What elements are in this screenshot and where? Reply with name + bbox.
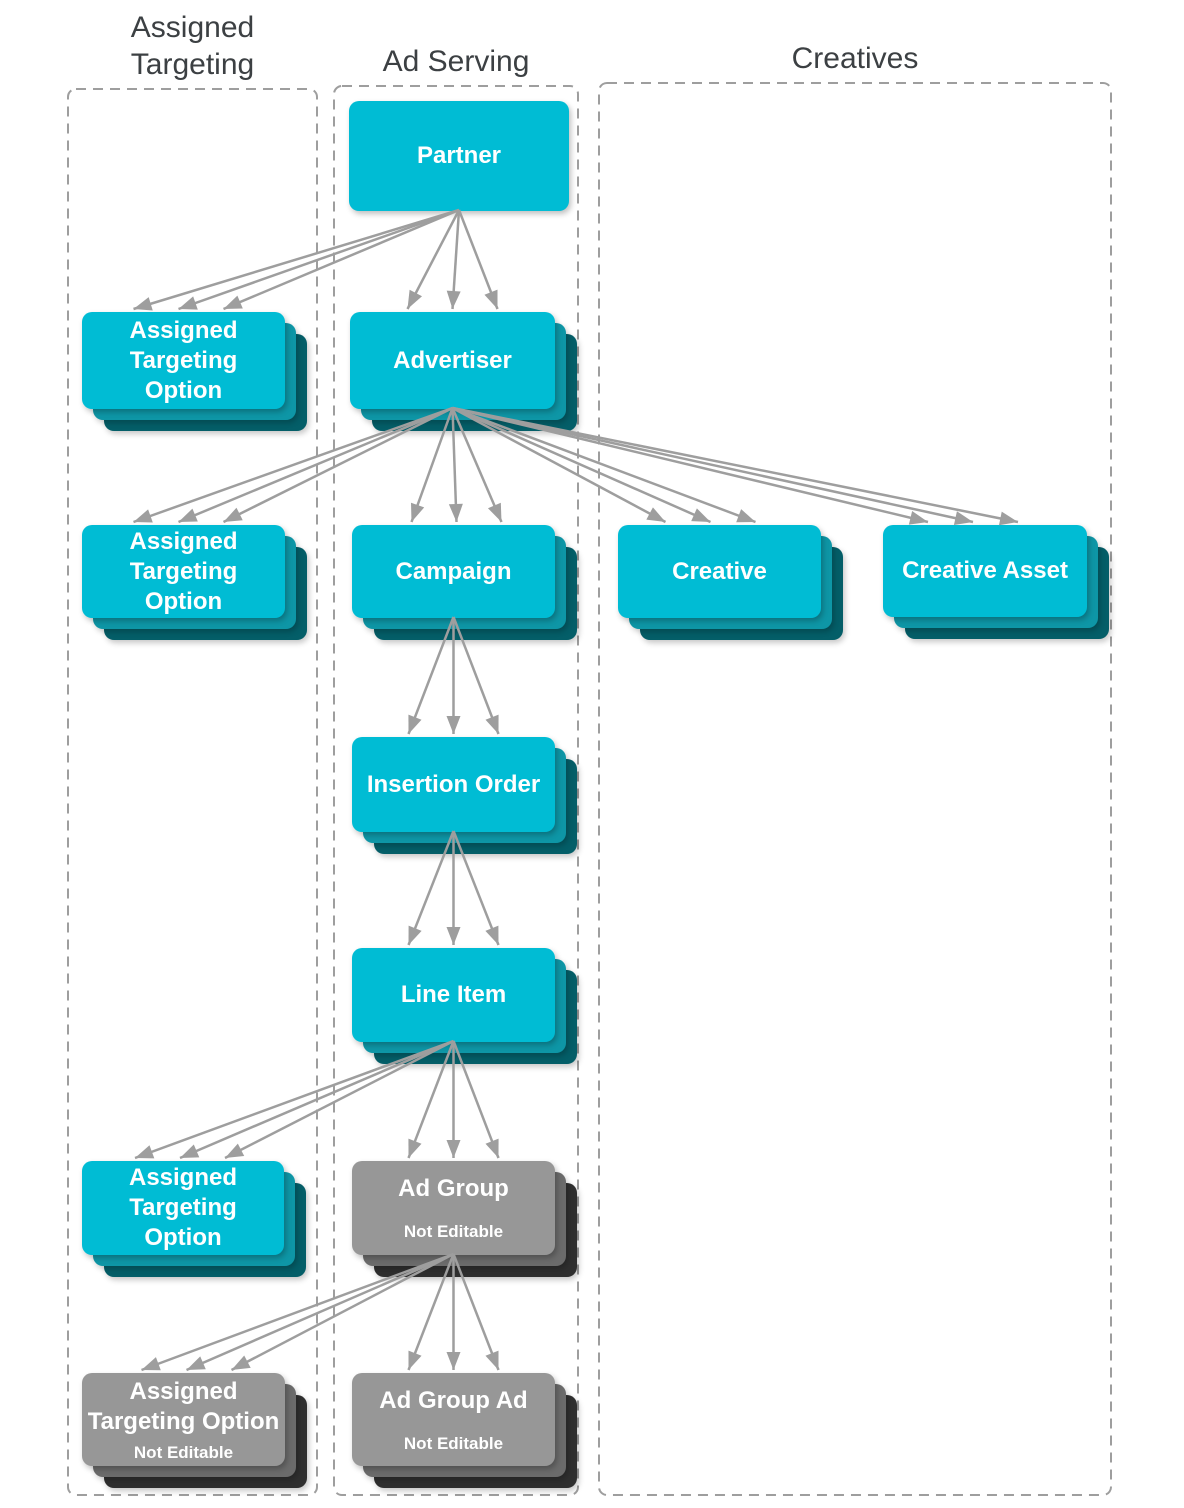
node-label: Assigned Targeting Option xyxy=(128,1164,238,1251)
node-creative-asset-card: Creative Asset xyxy=(883,525,1087,617)
node-sublabel: Not Editable xyxy=(403,1222,504,1241)
node-advertiser-card: Advertiser xyxy=(350,312,555,409)
node-creative-card: Creative xyxy=(618,525,821,618)
node-insertion-order-card: Insertion Order xyxy=(352,737,555,832)
node-ad-group-ad: Ad Group Ad Not Editable xyxy=(352,1373,577,1488)
node-label: Ad Group xyxy=(398,1175,509,1202)
node-assigned-targeting-option-2: Assigned Targeting Option xyxy=(82,525,307,640)
node-sublabel: Not Editable xyxy=(403,1433,504,1453)
node-sublabel: Not Editable xyxy=(133,1442,234,1462)
node-line-item: Line Item xyxy=(352,948,577,1064)
node-label: Advertiser xyxy=(393,346,512,374)
node-insertion-order: Insertion Order xyxy=(352,737,577,854)
node-campaign: Campaign xyxy=(352,525,577,640)
node-partner: Partner xyxy=(349,101,569,211)
column-title-creatives: Creatives xyxy=(791,42,919,75)
node-label: Assigned Targeting Option xyxy=(129,316,238,404)
node-label: Assigned Targeting Option xyxy=(87,1377,280,1435)
node-creative: Creative xyxy=(618,525,843,640)
node-label: Partner xyxy=(416,142,502,169)
node-assigned-targeting-option-3-card: Assigned Targeting Option xyxy=(82,1161,284,1255)
node-advertiser: Advertiser xyxy=(350,312,577,431)
node-ad-group-ad-card: Ad Group Ad Not Editable xyxy=(352,1373,555,1466)
node-label: Campaign xyxy=(395,557,512,585)
node-label: Creative Asset xyxy=(902,557,1068,584)
node-assigned-targeting-option-1-card: Assigned Targeting Option xyxy=(82,312,285,409)
node-creative-asset: Creative Asset xyxy=(883,525,1109,639)
node-line-item-card: Line Item xyxy=(352,948,555,1042)
node-assigned-targeting-option-3: Assigned Targeting Option xyxy=(82,1161,306,1277)
node-assigned-targeting-option-1: Assigned Targeting Option xyxy=(82,312,307,431)
node-label: Ad Group Ad xyxy=(379,1386,528,1414)
node-partner-card: Partner xyxy=(349,101,569,211)
node-assigned-targeting-option-2-card: Assigned Targeting Option xyxy=(82,525,285,618)
node-label: Line Item xyxy=(400,981,507,1008)
node-label: Insertion Order xyxy=(366,770,541,798)
node-campaign-card: Campaign xyxy=(352,525,555,618)
column-title-ad-serving: Ad Serving xyxy=(382,45,530,78)
column-title-assigned-targeting: Assigned Targeting xyxy=(130,11,255,81)
node-label: Assigned Targeting Option xyxy=(129,527,238,615)
node-label: Creative xyxy=(672,557,767,585)
